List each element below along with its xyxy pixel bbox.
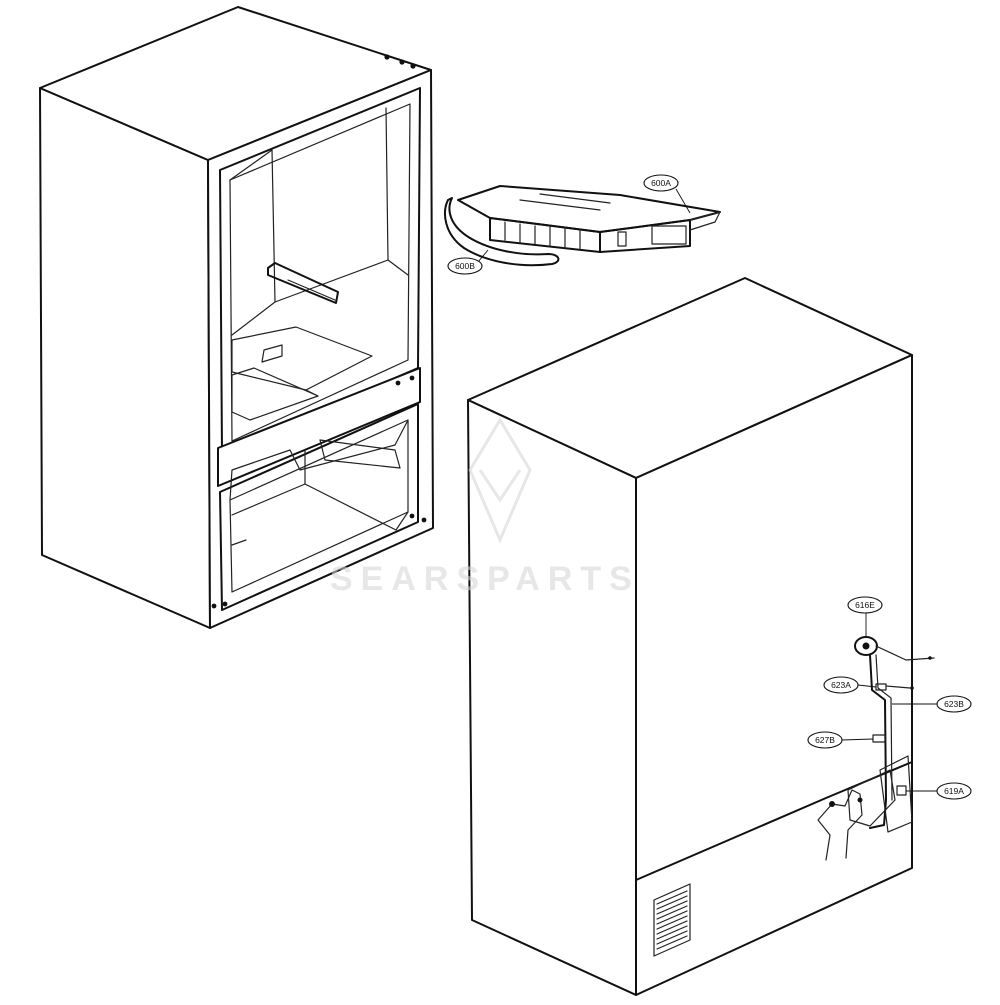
cabinet-rear-view bbox=[467, 277, 935, 996]
callout-label: 600B bbox=[455, 261, 475, 271]
callout-label: 600A bbox=[651, 178, 671, 188]
screw-icon bbox=[421, 517, 427, 523]
callout-600B[interactable]: 600B bbox=[447, 257, 483, 275]
screw-icon bbox=[399, 59, 405, 65]
freezer-compartment bbox=[219, 403, 419, 611]
shelf-rail bbox=[267, 262, 339, 304]
cabinet-rear-panel bbox=[635, 354, 913, 996]
cabinet-front-view bbox=[39, 6, 434, 629]
callout-label: 619A bbox=[944, 786, 964, 796]
cabinet-left-side bbox=[39, 87, 211, 629]
screw-icon bbox=[409, 513, 415, 519]
cabinet-mullion bbox=[217, 367, 421, 487]
callout-619A[interactable]: 619A bbox=[936, 782, 972, 800]
callout-627B[interactable]: 627B bbox=[807, 731, 843, 749]
callouts: 600A 600B 616E 623A 623B 627B bbox=[447, 174, 972, 800]
watermark-text: SEARSPARTS bbox=[330, 560, 640, 598]
callout-616E[interactable]: 616E bbox=[847, 596, 883, 614]
callout-label: 616E bbox=[855, 600, 875, 610]
callout-600A[interactable]: 600A bbox=[643, 174, 679, 192]
screw-icon bbox=[395, 380, 401, 386]
screw-icon bbox=[384, 54, 390, 60]
screw-icon bbox=[211, 603, 217, 609]
callout-label: 627B bbox=[815, 735, 835, 745]
screw-icon bbox=[410, 63, 416, 69]
tube-clamp bbox=[872, 734, 886, 743]
callout-label: 623B bbox=[944, 699, 964, 709]
ice-cube-ridges bbox=[504, 193, 611, 251]
watermark: SEARSPARTS bbox=[330, 417, 640, 598]
vent-grille bbox=[653, 883, 691, 957]
ice-maker-assembly bbox=[444, 185, 721, 267]
screw-icon bbox=[222, 601, 228, 607]
ice-ejector-arm bbox=[444, 197, 560, 267]
screw-icon bbox=[409, 375, 415, 381]
callout-label: 623A bbox=[831, 680, 851, 690]
callout-623A[interactable]: 623A bbox=[823, 676, 859, 694]
callout-623B[interactable]: 623B bbox=[936, 695, 972, 713]
watermark-logo-icon bbox=[468, 417, 532, 544]
compressor-step bbox=[635, 761, 913, 881]
water-valve-assembly bbox=[817, 636, 935, 861]
